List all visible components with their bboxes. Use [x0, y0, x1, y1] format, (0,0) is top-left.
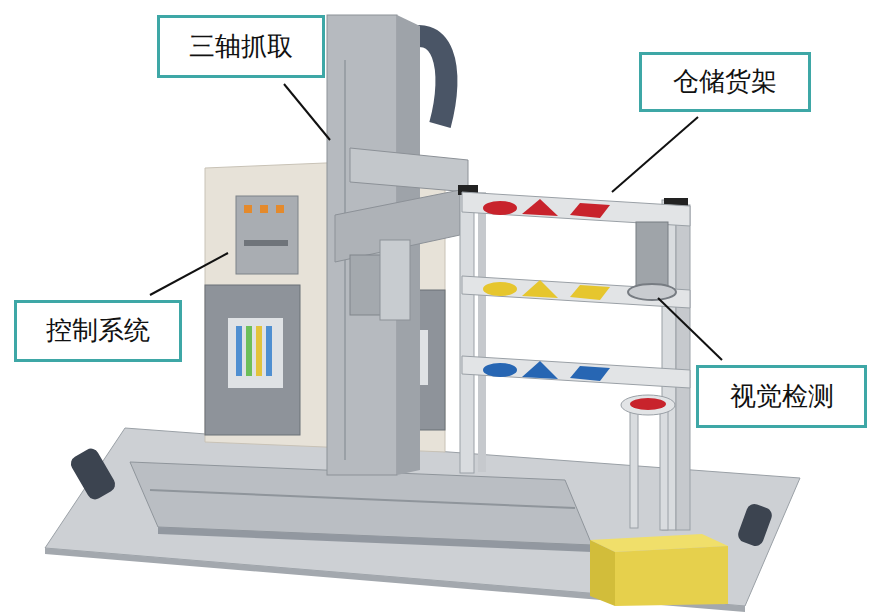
cross-arm — [350, 148, 468, 192]
yellow-triangle — [522, 280, 558, 298]
yellow-box-side — [590, 540, 615, 606]
yellow-square — [570, 285, 610, 300]
terminal — [256, 326, 262, 376]
callout-box: 控制系统 — [14, 300, 182, 362]
shelf-upright — [478, 192, 486, 472]
terminal-area — [228, 318, 283, 388]
indicator — [244, 205, 252, 213]
leader-line — [658, 298, 722, 360]
leader-line — [150, 253, 228, 295]
leader-line — [612, 117, 698, 192]
shelf-upright — [676, 205, 690, 530]
module-slot — [244, 240, 288, 246]
handle — [68, 446, 118, 503]
terminal — [236, 326, 242, 376]
red-piece — [630, 398, 666, 410]
blue-square — [570, 366, 610, 381]
handle — [736, 502, 774, 548]
callout-label: 三轴抓取 — [189, 31, 293, 62]
callout-box: 视觉检测 — [696, 365, 867, 428]
pedestal-leg — [630, 408, 638, 528]
red-circle — [483, 201, 517, 215]
yellow-box-front — [615, 546, 728, 606]
yellow-circle — [483, 282, 517, 296]
rail-edge — [158, 527, 592, 552]
pedestal-leg — [660, 410, 668, 530]
red-square — [570, 203, 610, 218]
shelf-upright — [460, 188, 474, 473]
blue-triangle — [522, 361, 558, 379]
terminal — [246, 326, 252, 376]
controller-module — [236, 196, 298, 274]
blue-circle — [483, 363, 517, 377]
callout-label: 视觉检测 — [730, 381, 834, 412]
callout-label: 仓储货架 — [673, 66, 777, 97]
cabinet-frame — [205, 285, 300, 435]
callout-box: 三轴抓取 — [157, 15, 325, 78]
gripper — [380, 240, 410, 320]
indicator — [260, 205, 268, 213]
indicator — [276, 205, 284, 213]
terminal — [266, 326, 272, 376]
camera-ring — [628, 284, 676, 300]
camera — [636, 222, 668, 292]
leader-line — [284, 84, 330, 140]
pedestal-top — [621, 395, 675, 415]
rail-groove — [150, 490, 575, 508]
shelf-bottom — [462, 356, 690, 388]
callout-box: 仓储货架 — [639, 52, 811, 112]
shelf-top — [462, 192, 690, 226]
red-triangle — [522, 199, 558, 216]
callout-label: 控制系统 — [46, 315, 150, 346]
